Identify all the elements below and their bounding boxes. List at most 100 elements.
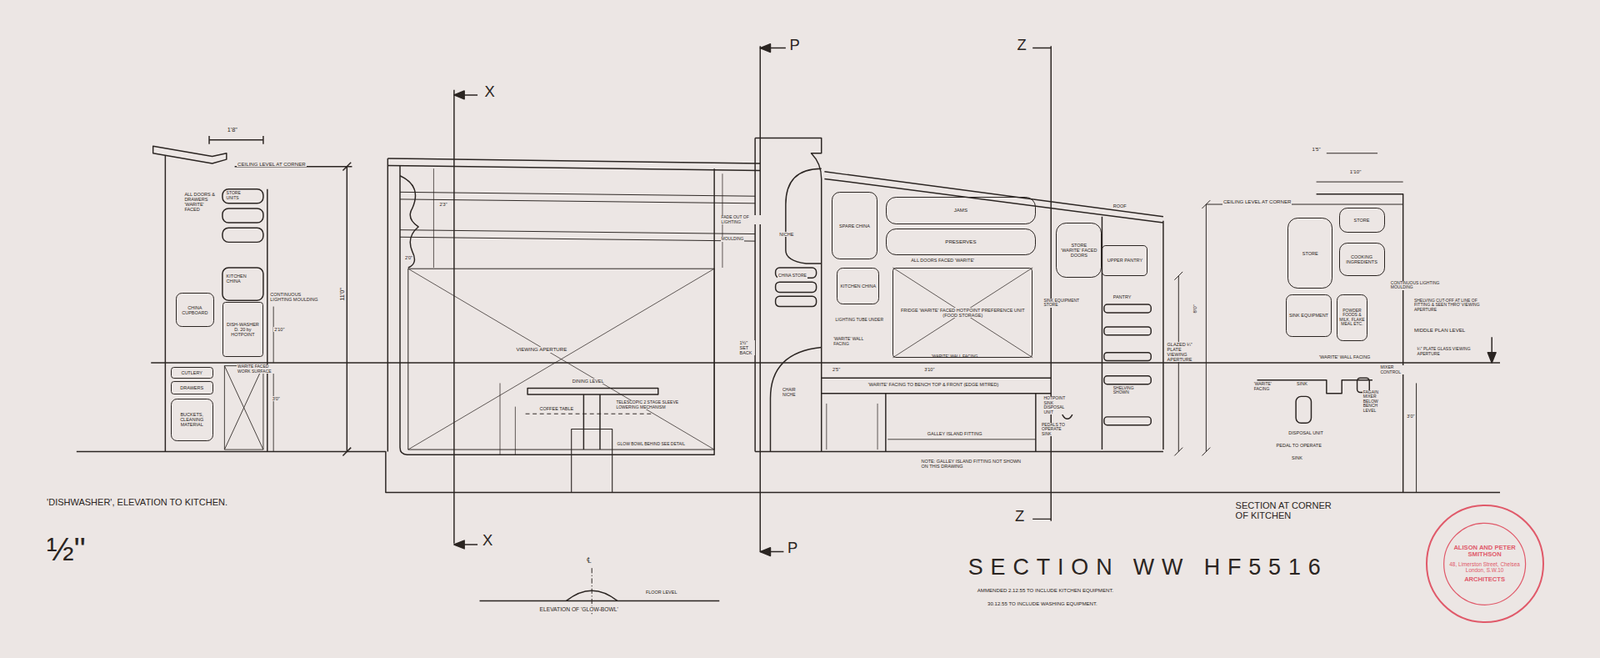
annotation: 1'8" [226,126,239,134]
annotation: ROOF [1112,203,1128,209]
annotation: 2'5" [831,366,841,372]
annotation: ¼" PLATE GLASS VIEWING APERTURE [1416,346,1482,356]
cupboard-unit: KITCHEN CHINA [836,267,880,305]
annotation: ELEVATION OF 'GLOW-BOWL' [539,605,620,612]
annotation: CHINA STORE [777,273,808,279]
stamp-text: 48, Limerston Street, Chelsea London, S.… [1441,560,1527,573]
annotation: DINING LEVEL [571,378,605,384]
annotation: SINK EQUIPMENT STORE [1042,298,1085,308]
cupboard-unit: POWDER FOODS & MILK, FLAKE MEAL ETC. [1336,294,1368,341]
cupboard-unit: CHINA CUPBOARD [175,292,215,326]
annotation: 2'10" [273,326,285,332]
annotation: CHAIR NICHE [781,387,806,397]
annotation: 30.12.55 TO INCLUDE WASHING EQUIPMENT. [986,600,1099,607]
annotation: P [789,36,801,54]
annotation: SECTION AT CORNER OF KITCHEN [1235,500,1343,520]
stamp-text: ALISON AND PETER SMITHSON [1441,544,1527,559]
unit-label: 'WARITE' FACED DOORS [1058,247,1100,258]
annotation: AMMENDED 2.12.55 TO INCLUDE KITCHEN EQUI… [976,587,1115,594]
annotation: CEILING LEVEL AT CORNER [236,161,307,168]
annotation: 8'0" [1192,304,1199,315]
annotation: PEDALS TO OPERATE SINK [1040,422,1071,437]
annotation: ½" [45,530,87,567]
unit-label: COOKING INGREDIENTS [1341,254,1383,265]
annotation: 1'5" [1311,146,1322,153]
annotation: CEILING LEVEL AT CORNER [1222,199,1293,205]
cupboard-unit: STORE [1339,207,1385,234]
annotation: STORE UNITS [225,190,249,200]
annotation: SINK [1290,455,1304,460]
cupboard-unit: UPPER PANTRY [1101,245,1148,276]
unit-label: FRIDGE 'WARITE' FACED HOTPOINT PREFERENC… [895,307,1030,318]
annotation: GLAZED ¼" PLATE VIEWING APERTURE [1166,341,1201,362]
annotation: X [483,83,495,100]
unit-label: POWDER FOODS & MILK, FLAKE MEAL ETC. [1339,308,1365,327]
annotation: HOTPOINT SINK DISPOSAL UNIT [1042,395,1075,415]
annotation: NICHE [778,231,795,237]
unit-label: DRAWERS [180,385,204,390]
unit-label: BUCKETS, CLEANING MATERIAL [173,411,211,427]
architect-stamp: ALISON AND PETER SMITHSON48, Limerston S… [1425,504,1545,623]
cupboard-unit: BUCKETS, CLEANING MATERIAL [170,398,214,441]
annotation: 11'0" [338,286,345,302]
annotation: FLOOR LEVEL [645,589,679,595]
unit-label: STORE [1354,217,1370,223]
cupboard-unit: SPARE CHINA [831,191,878,260]
annotation: ALL DOORS & DRAWERS 'WARITE' FACED [183,191,218,212]
annotation: X [481,531,494,549]
annotation: WARITE FACED WORK SURFACE [236,364,280,374]
annotation: ℄ [585,555,593,565]
drawing-title: SECTION WW HF5516 [967,555,1330,580]
annotation: NOTE: GALLEY ISLAND FITTING NOT SHOWN ON… [920,458,1030,469]
cupboard-unit: DRAWERS [170,380,214,395]
annotation: MIXER CONTROL [1380,365,1409,375]
annotation: 3'0" [271,395,281,401]
unit-label: JAMS [954,207,968,214]
annotation: 1'10" [1349,169,1363,175]
annotation: P [786,539,799,556]
cupboard-unit: FRIDGE 'WARITE' FACED HOTPOINT PREFERENC… [892,267,1033,358]
annotation: 2'3" [439,201,449,207]
annotation: PANTRY [1112,294,1133,300]
unit-label: DISH-WASHER D. 20 by HOTPOINT [225,321,261,337]
cupboard-unit: DISH-WASHER D. 20 by HOTPOINT [222,301,264,357]
annotation: SHELVING CUT-OFF AT LINE OF FITTING & SE… [1413,298,1495,313]
cupboard-unit: STORE'WARITE' FACED DOORS [1055,222,1102,278]
unit-label: CHINA CUPBOARD [178,305,213,315]
annotation: CONTINUOUS LIGHTING MOULDING [1390,280,1454,290]
annotation: GALLEY ISLAND FITTING [926,430,984,436]
unit-label: SPARE CHINA [839,223,870,229]
annotation: 1½" SET BACK [739,340,755,355]
annotation: FAGAIN MIXER BELOW BENCH LEVEL [1362,390,1391,414]
annotation: COFFEE TABLE [539,405,575,411]
annotation: 'WARITE' WALL FACING [832,336,867,346]
annotation: Z [1016,36,1028,54]
unit-label: PRESERVES [945,239,976,245]
annotation: 'WARITE' FACING TO BENCH TOP & FRONT (ED… [867,381,1000,387]
unit-label: UPPER PANTRY [1107,257,1143,263]
annotation: 3'10" [923,366,935,372]
unit-label: STORE [1302,250,1319,256]
annotation: FADE OUT OF LIGHTING [720,215,762,225]
annotation: GLOW BOWL BEHIND SEE DETAIL [616,441,690,447]
cupboard-unit: CUTLERY [170,366,214,380]
cupboard-unit: STORE [1287,217,1333,290]
unit-label: KITCHEN CHINA [840,283,876,289]
annotation: MOULDING [720,236,745,242]
cupboard-unit: SINK EQUIPMENT [1285,294,1332,337]
annotation: SHELVING SHOWN [1112,385,1147,395]
annotation: 2'0" [404,255,414,260]
annotation: CONTINUOUS LIGHTING MOULDING [269,291,320,302]
cupboard-unit: COOKING INGREDIENTS [1339,242,1385,275]
unit-label: SINK EQUIPMENT [1289,312,1329,318]
annotation: PEDAL TO OPERATE [1275,442,1323,448]
annotation: 'DISHWASHER', ELEVATION TO KITCHEN. [45,496,229,507]
annotation: Z [1014,507,1025,525]
annotation: MIDDLE PLAN LEVEL [1413,327,1466,334]
stamp-text: ARCHITECTS [1464,575,1505,583]
unit-label: CUTLERY [180,370,203,375]
cupboard-unit: PRESERVES [885,228,1036,255]
annotation: VIEWING APERTURE [515,346,568,353]
annotation: LIGHTING TUBE UNDER [835,317,886,323]
